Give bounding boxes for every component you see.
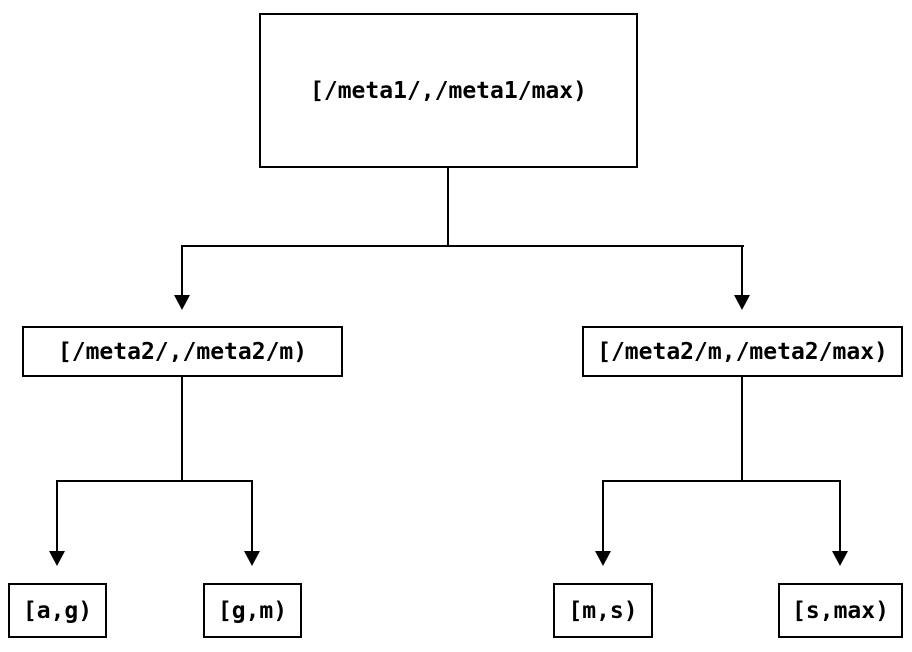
edge-root-branch-bar <box>181 245 744 247</box>
arrow-down-icon <box>244 551 260 566</box>
node-leaf-g-m: [g,m) <box>203 583 302 638</box>
node-left-child: [/meta2/,/meta2/m) <box>22 326 343 377</box>
edge-right-branch-bar <box>602 480 841 482</box>
edge-to-leaf-a-g-drop <box>56 480 58 551</box>
node-leaf-a-g: [a,g) <box>8 583 107 638</box>
edge-to-leaf-g-m-drop <box>251 480 253 551</box>
node-leaf-s-max: [s,max) <box>778 583 903 638</box>
edge-root-to-right-drop <box>741 245 743 295</box>
edge-to-leaf-s-max-drop <box>839 480 841 551</box>
edge-right-child-stem <box>741 377 743 480</box>
edge-left-branch-bar <box>56 480 253 482</box>
arrow-down-icon <box>49 551 65 566</box>
edge-root-to-left-drop <box>181 245 183 295</box>
arrow-down-icon <box>734 295 750 310</box>
node-right-child: [/meta2/m,/meta2/max) <box>582 326 903 377</box>
arrow-down-icon <box>595 551 611 566</box>
edge-left-child-stem <box>181 377 183 480</box>
edge-to-leaf-m-s-drop <box>602 480 604 551</box>
node-root: [/meta1/,/meta1/max) <box>259 13 638 168</box>
edge-root-stem <box>447 168 449 245</box>
arrow-down-icon <box>832 551 848 566</box>
arrow-down-icon <box>174 295 190 310</box>
node-leaf-m-s: [m,s) <box>553 583 653 638</box>
